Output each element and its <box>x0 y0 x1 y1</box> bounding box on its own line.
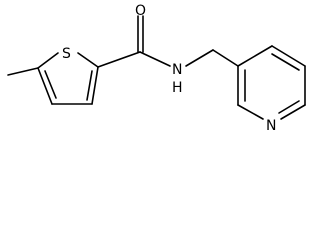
amide-nitrogen-label: N <box>172 62 182 78</box>
thiophene-bond-s-c2 <box>77 52 99 68</box>
amide-hydrogen-label: H <box>172 80 183 96</box>
structure-diagram: S O N H N <box>7 3 306 134</box>
pyridine-bond-5 <box>237 104 264 120</box>
molecule-drawing: S O N H N <box>7 3 306 134</box>
methyl-bond <box>7 67 39 76</box>
thiophene-bond-c2-c3 <box>91 66 99 105</box>
pyridine-bond-1 <box>237 45 273 67</box>
pyridine-bond-4-inner <box>278 100 300 114</box>
nitrogen-to-methylene-bond <box>185 49 214 67</box>
pyridine-bond-4 <box>280 104 306 120</box>
oxygen-atom-label: O <box>135 3 146 19</box>
pyridine-bond-2-inner <box>271 53 300 71</box>
carbonyl-to-nitrogen-bond <box>139 51 171 67</box>
thiophene-bond-c4-c5-inner <box>44 70 57 99</box>
pyridine-nitrogen-label: N <box>266 118 276 134</box>
thiophene-bond-c4-c5 <box>37 67 53 105</box>
sulfur-atom-label: S <box>62 46 71 62</box>
ring-to-carbonyl-bond <box>97 51 141 68</box>
pyridine-bond-2 <box>271 45 306 67</box>
thiophene-bond-c5-s <box>37 52 59 69</box>
thiophene-bond-c2-c3-inner <box>86 70 93 101</box>
methylene-to-pyridine-bond <box>212 49 239 67</box>
